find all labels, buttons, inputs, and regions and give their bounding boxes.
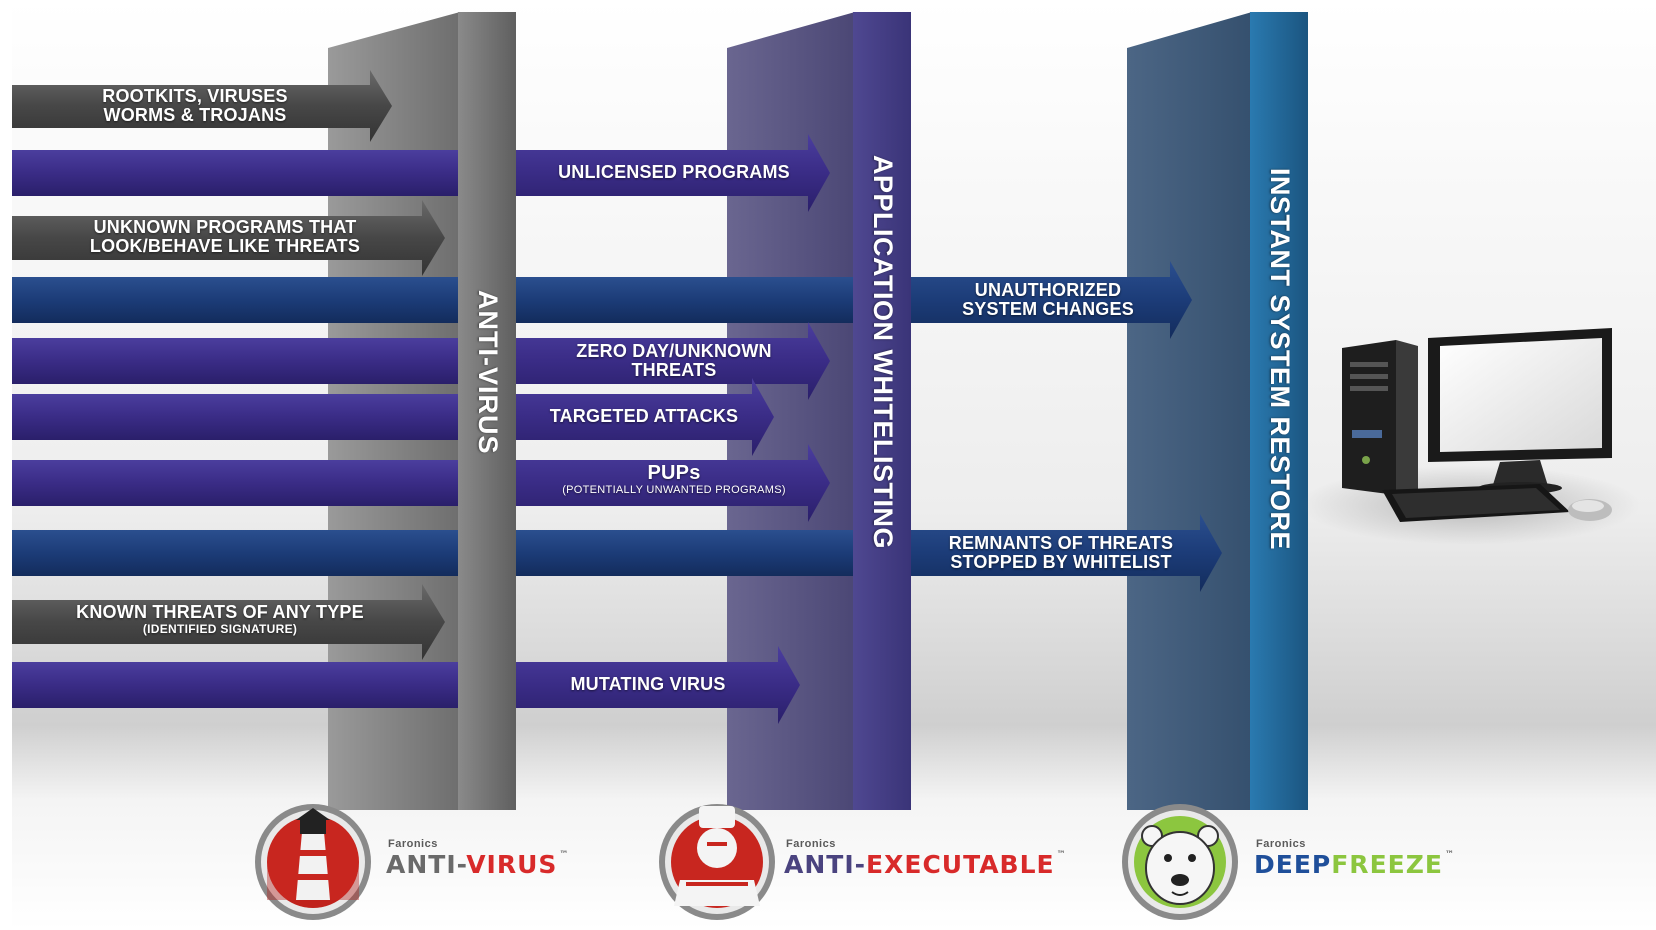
label-pups-line1: PUPs — [647, 462, 701, 484]
arrow-segment-row8-left — [12, 530, 458, 576]
arrow-remnants — [911, 514, 1222, 592]
label-unknown-programs-line1: UNKNOWN PROGRAMS THAT — [93, 217, 357, 237]
brand-deep-freeze-tm: ™ — [1444, 850, 1455, 860]
brand-company-anti-virus: Faronics — [388, 838, 438, 850]
polar-bear-icon — [1122, 804, 1238, 920]
label-remnants-line2: STOPPED BY WHITELIST — [950, 552, 1172, 572]
brand-anti-executable-part1: ANTI- — [784, 850, 867, 879]
arrow-segment-row10-left — [12, 662, 458, 708]
desktop-computer-icon — [1300, 328, 1640, 545]
wall-label-whitelisting: APPLICATION WHITELISTING — [868, 155, 898, 549]
arrow-pups — [516, 444, 830, 522]
wall-instant-system-restore — [1127, 12, 1308, 810]
brand-company-anti-executable: Faronics — [786, 838, 836, 850]
wall-label-anti-virus: ANTI-VIRUS — [473, 290, 503, 455]
arrow-segment-row4-left — [12, 277, 458, 323]
arrow-zero-day — [516, 322, 830, 400]
arrow-segment-row5-left — [12, 338, 458, 384]
arrow-unlicensed — [516, 134, 830, 212]
arrow-segment-row7-left — [12, 460, 458, 506]
label-unknown-programs-line2: LOOK/BEHAVE LIKE THREATS — [89, 236, 361, 256]
label-zero-day: ZERO DAY/UNKNOWN THREATS — [516, 342, 832, 380]
label-unauthorized-line2: SYSTEM CHANGES — [962, 299, 1134, 319]
brand-anti-virus-part1: ANTI- — [386, 850, 467, 879]
wall-label-system-restore: INSTANT SYSTEM RESTORE — [1265, 168, 1295, 551]
arrow-mutating — [516, 646, 800, 724]
arrow-rootkits — [12, 70, 392, 142]
label-known-threats: KNOWN THREATS OF ANY TYPE (IDENTIFIED SI… — [30, 602, 410, 637]
label-pups: PUPs (POTENTIALLY UNWANTED PROGRAMS) — [516, 462, 832, 497]
label-remnants-line1: REMNANTS OF THREATS — [948, 533, 1174, 553]
brand-deep-freeze-part2: FREEZE — [1331, 850, 1443, 879]
label-known-threats-line1: KNOWN THREATS OF ANY TYPE — [76, 602, 364, 622]
label-rootkits-line2: WORMS & TROJANS — [103, 105, 287, 125]
label-zero-day-line1: ZERO DAY/UNKNOWN — [576, 341, 772, 361]
arrow-segment-row8-mid — [516, 530, 853, 576]
label-known-threats-line2: (IDENTIFIED SIGNATURE) — [142, 622, 298, 636]
left-margin — [0, 0, 12, 930]
brand-anti-virus-part2: VIRUS — [466, 850, 558, 879]
brand-anti-virus-tm: ™ — [559, 850, 570, 860]
label-zero-day-line2: THREATS — [631, 360, 717, 380]
arrow-segment-row4-mid — [516, 277, 853, 323]
label-mutating-text: MUTATING VIRUS — [570, 674, 726, 694]
arrow-segment-row2-left — [12, 150, 458, 196]
label-unlicensed: UNLICENSED PROGRAMS — [516, 163, 832, 182]
label-unlicensed-text: UNLICENSED PROGRAMS — [558, 162, 790, 182]
label-targeted: TARGETED ATTACKS — [516, 407, 772, 426]
arrow-known-threats — [12, 584, 445, 660]
arrow-unknown-programs — [12, 200, 445, 276]
label-pups-line2: (POTENTIALLY UNWANTED PROGRAMS) — [562, 484, 786, 496]
wall-application-whitelisting — [727, 12, 911, 810]
brand-anti-executable-tm: ™ — [1056, 850, 1067, 860]
arrow-segment-row6-left — [12, 394, 458, 440]
brand-company-deep-freeze: Faronics — [1256, 838, 1306, 850]
brand-deep-freeze-part1: DEEP — [1254, 850, 1332, 879]
label-targeted-text: TARGETED ATTACKS — [549, 406, 739, 426]
arrow-unauthorized — [911, 261, 1192, 339]
lighthouse-icon — [255, 804, 371, 920]
label-rootkits: ROOTKITS, VIRUSES WORMS & TROJANS — [40, 87, 350, 125]
label-unauthorized-line1: UNAUTHORIZED — [974, 280, 1122, 300]
brand-anti-executable-part2: EXECUTABLE — [866, 850, 1055, 879]
label-unknown-programs: UNKNOWN PROGRAMS THAT LOOK/BEHAVE LIKE T… — [40, 218, 410, 256]
label-remnants: REMNANTS OF THREATS STOPPED BY WHITELIST — [911, 534, 1211, 572]
arrow-targeted — [516, 378, 774, 456]
guard-icon — [659, 804, 775, 920]
label-mutating: MUTATING VIRUS — [516, 675, 780, 694]
label-rootkits-line1: ROOTKITS, VIRUSES — [102, 86, 288, 106]
label-unauthorized: UNAUTHORIZED SYSTEM CHANGES — [911, 281, 1185, 319]
